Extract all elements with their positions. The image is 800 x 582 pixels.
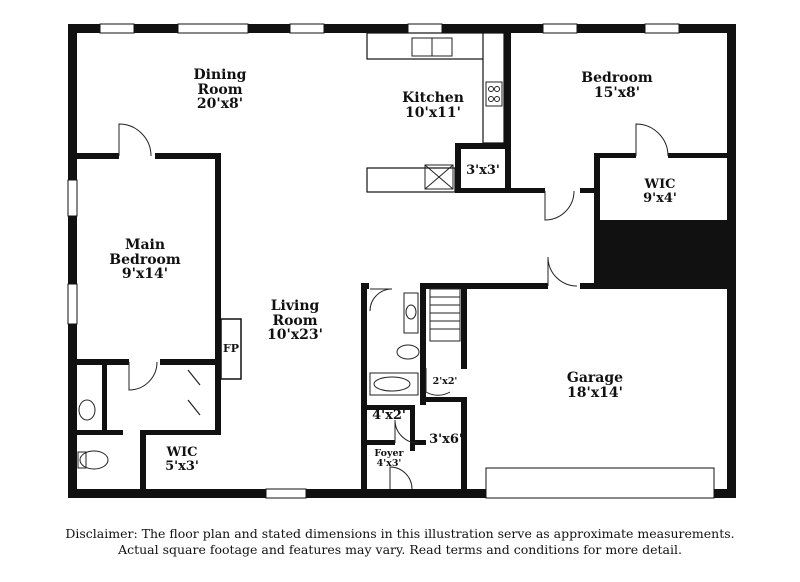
label-hall: 3'x6' [424, 433, 468, 447]
label-garage: Garage 18'x14' [555, 371, 635, 400]
label-main-bedroom: Main Bedroom 9'x14' [100, 238, 190, 282]
toilet-icon [79, 450, 109, 470]
garage-name: Garage [566, 370, 624, 386]
hall-dims: 3'x6' [429, 432, 463, 447]
label-dining-room: Dining Room 20'x8' [180, 68, 260, 112]
bedroom-name: Bedroom [581, 70, 653, 86]
disclaimer-line-2: Actual square footage and features may v… [118, 542, 682, 557]
foyer-name: Foyer [374, 448, 404, 459]
label-fireplace: FP [221, 343, 241, 355]
vanity-icon [403, 292, 419, 334]
wic-main-dims: 5'x3' [165, 458, 199, 474]
living-dims: 10'x23' [267, 327, 323, 344]
label-closet-small: 2'x2' [428, 377, 462, 387]
doors [118, 123, 669, 490]
disclaimer-line-1: Disclaimer: The floor plan and stated di… [65, 526, 735, 541]
label-wic-bedroom: WIC 9'x4' [620, 178, 700, 205]
interior-walls [77, 32, 736, 489]
dining-name-2: Room [197, 81, 243, 98]
dining-name-1: Dining [193, 67, 247, 83]
label-living-room: Living Room 10'x23' [255, 299, 335, 343]
bath-sink-icon [78, 399, 96, 421]
pantry-dims: 3'x3' [466, 163, 500, 178]
fixtures [77, 37, 503, 470]
windows [67, 23, 715, 499]
main-bedroom-name-2: Bedroom [109, 251, 181, 268]
wic-main-name: WIC [166, 445, 198, 460]
foyer-dims: 4'x3' [376, 457, 402, 469]
stove-icon [485, 81, 503, 107]
label-wic-main: WIC 5'x3' [150, 446, 214, 473]
garage-dims: 18'x14' [567, 384, 623, 401]
closet-small-dims: 2'x2' [432, 376, 458, 387]
appliance-icon [424, 164, 454, 190]
main-bedroom-name-1: Main [124, 237, 166, 253]
label-bedroom: Bedroom 15'x8' [572, 71, 662, 100]
exterior-walls [68, 24, 736, 498]
living-name-1: Living [270, 298, 320, 314]
closet-hall-dims: 4'x2' [372, 408, 406, 423]
kitchen-name: Kitchen [402, 90, 464, 106]
wic-bedroom-name: WIC [644, 177, 676, 192]
disclaimer: Disclaimer: The floor plan and stated di… [0, 526, 800, 558]
stairs-icon [429, 288, 461, 342]
fireplace-label: FP [222, 342, 240, 355]
label-kitchen: Kitchen 10'x11' [393, 91, 473, 120]
main-bedroom-dims: 9'x14' [121, 266, 169, 283]
label-foyer: Foyer 4'x3' [367, 449, 411, 469]
kitchen-dims: 10'x11' [405, 104, 461, 121]
bathtub-icon [369, 372, 419, 396]
living-name-2: Room [272, 312, 318, 329]
label-pantry: 3'x3' [461, 164, 505, 178]
dining-dims: 20'x8' [196, 96, 244, 113]
wic-bedroom-dims: 9'x4' [643, 190, 677, 206]
bedroom-dims: 15'x8' [593, 84, 641, 101]
label-closet-hall: 4'x2' [368, 409, 410, 423]
